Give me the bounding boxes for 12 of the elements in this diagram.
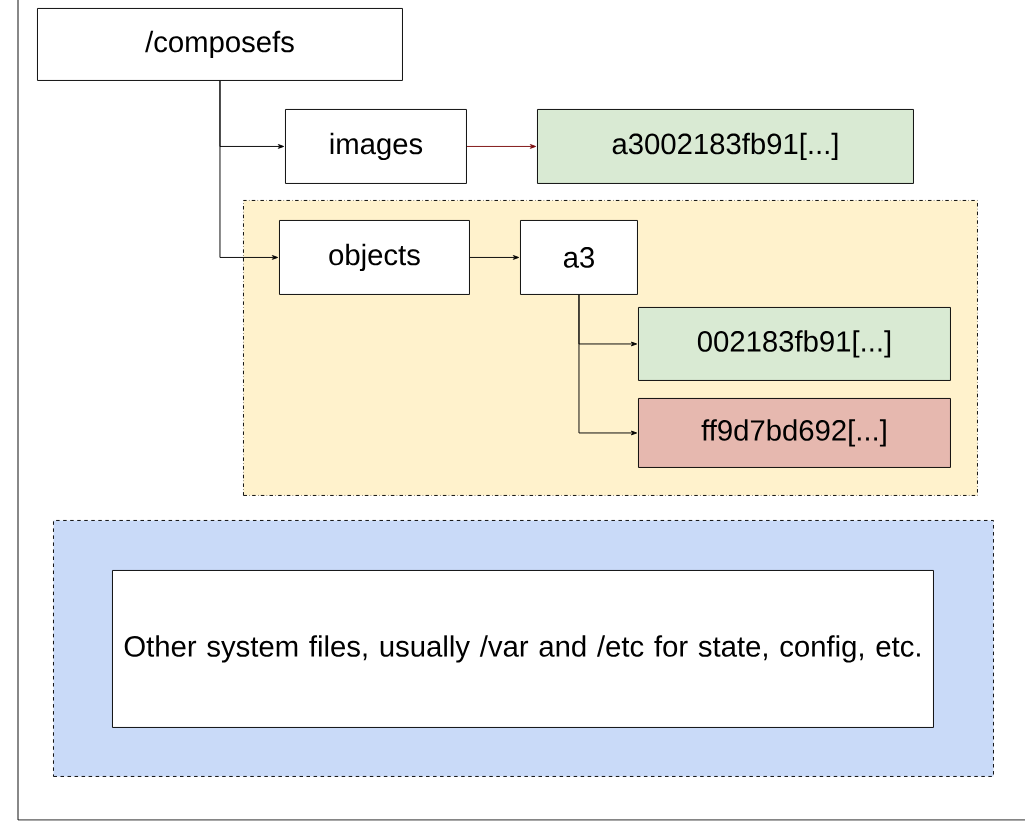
file-box: 002183fb91[...] [638,307,951,381]
arrow [466,144,537,149]
file-box: ff9d7bd692[...] [638,398,951,468]
arrow [469,255,520,260]
folder-box: objects [279,220,470,295]
arrow [578,294,638,436]
folder-box: a3 [520,220,638,295]
file-box: a3002183fb91[...] [537,109,914,184]
arrow [219,80,279,260]
folder-box: /composefs [37,8,403,81]
text-box: Other system files, usually /var and /etc for state, config, etc. [112,570,934,728]
folder-box: images [285,109,467,184]
